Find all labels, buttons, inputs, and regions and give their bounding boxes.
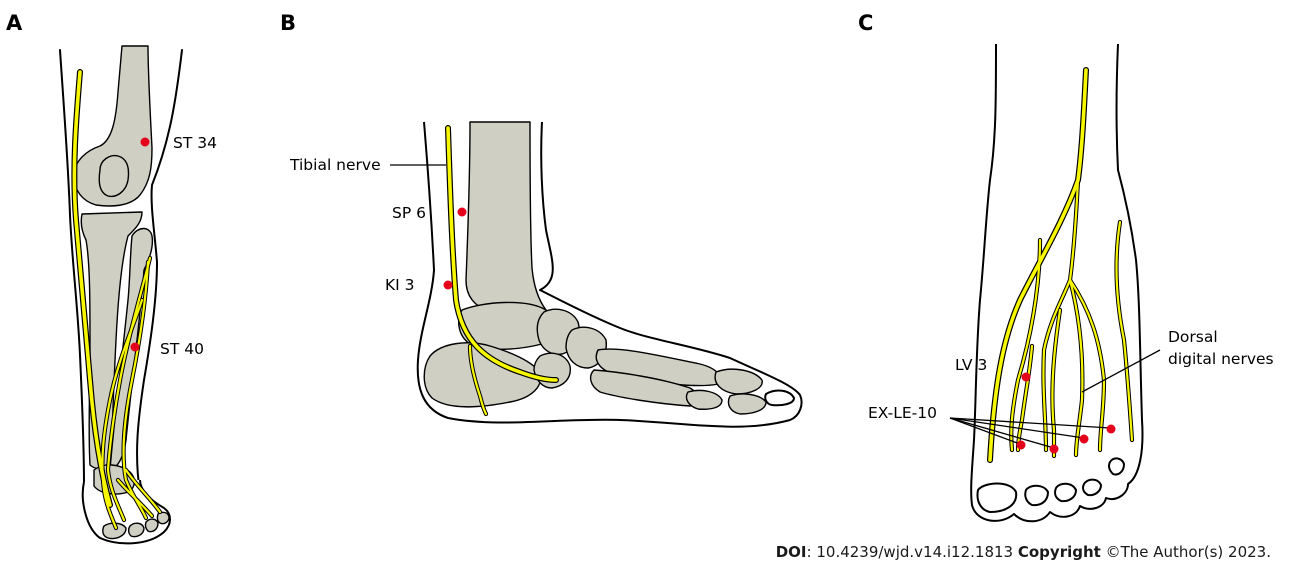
label-st40: ST 40 (160, 340, 204, 358)
label-st34: ST 34 (173, 134, 217, 152)
acupoint-lv3 (1022, 373, 1031, 382)
acupoint-exle10-4 (1107, 425, 1116, 434)
label-tibial-nerve: Tibial nerve (289, 156, 381, 174)
acupoint-st34 (141, 138, 150, 147)
label-sp6: SP 6 (392, 204, 426, 222)
toe-fifth (1109, 458, 1124, 474)
toe-3-bone (145, 519, 158, 531)
panel-a-letter: A (6, 11, 23, 35)
toe-second (1025, 486, 1048, 505)
panel-b: B (280, 11, 802, 427)
toenail (765, 391, 794, 406)
leg-illustration (60, 46, 182, 543)
acupoint-sp6 (458, 208, 467, 217)
panel-b-letter: B (280, 11, 296, 35)
label-dorsal-line2: digital nerves (1168, 350, 1274, 368)
doi-label: DOI (776, 543, 807, 561)
panel-c-letter: C (858, 11, 873, 35)
acupoint-st40 (131, 343, 140, 352)
label-lv3: LV 3 (955, 356, 987, 374)
acupoint-exle10-2 (1050, 445, 1059, 454)
doi-value: : 10.4239/wjd.v14.i12.1813 (807, 543, 1018, 561)
toe-fourth (1083, 480, 1101, 496)
toe-third (1055, 484, 1076, 501)
panel-a: A (6, 11, 217, 543)
acupoint-exle10-3 (1080, 435, 1089, 444)
panel-c: C (858, 11, 1274, 521)
label-exle10: EX-LE-10 (868, 404, 937, 422)
doi-copyright-footer: DOI: 10.4239/wjd.v14.i12.1813 Copyright … (776, 543, 1271, 561)
toe-2-bone (129, 523, 144, 536)
copyright-value: ©The Author(s) 2023. (1101, 543, 1271, 561)
acupoint-ki3 (444, 281, 453, 290)
toe-4-bone (157, 512, 169, 523)
patella-bone (99, 156, 128, 197)
label-dorsal-line1: Dorsal (1168, 328, 1218, 346)
ankle-illustration (418, 122, 802, 427)
acupoint-exle10-1 (1017, 441, 1026, 450)
copyright-label: Copyright (1018, 543, 1101, 561)
label-ki3: KI 3 (385, 276, 415, 294)
